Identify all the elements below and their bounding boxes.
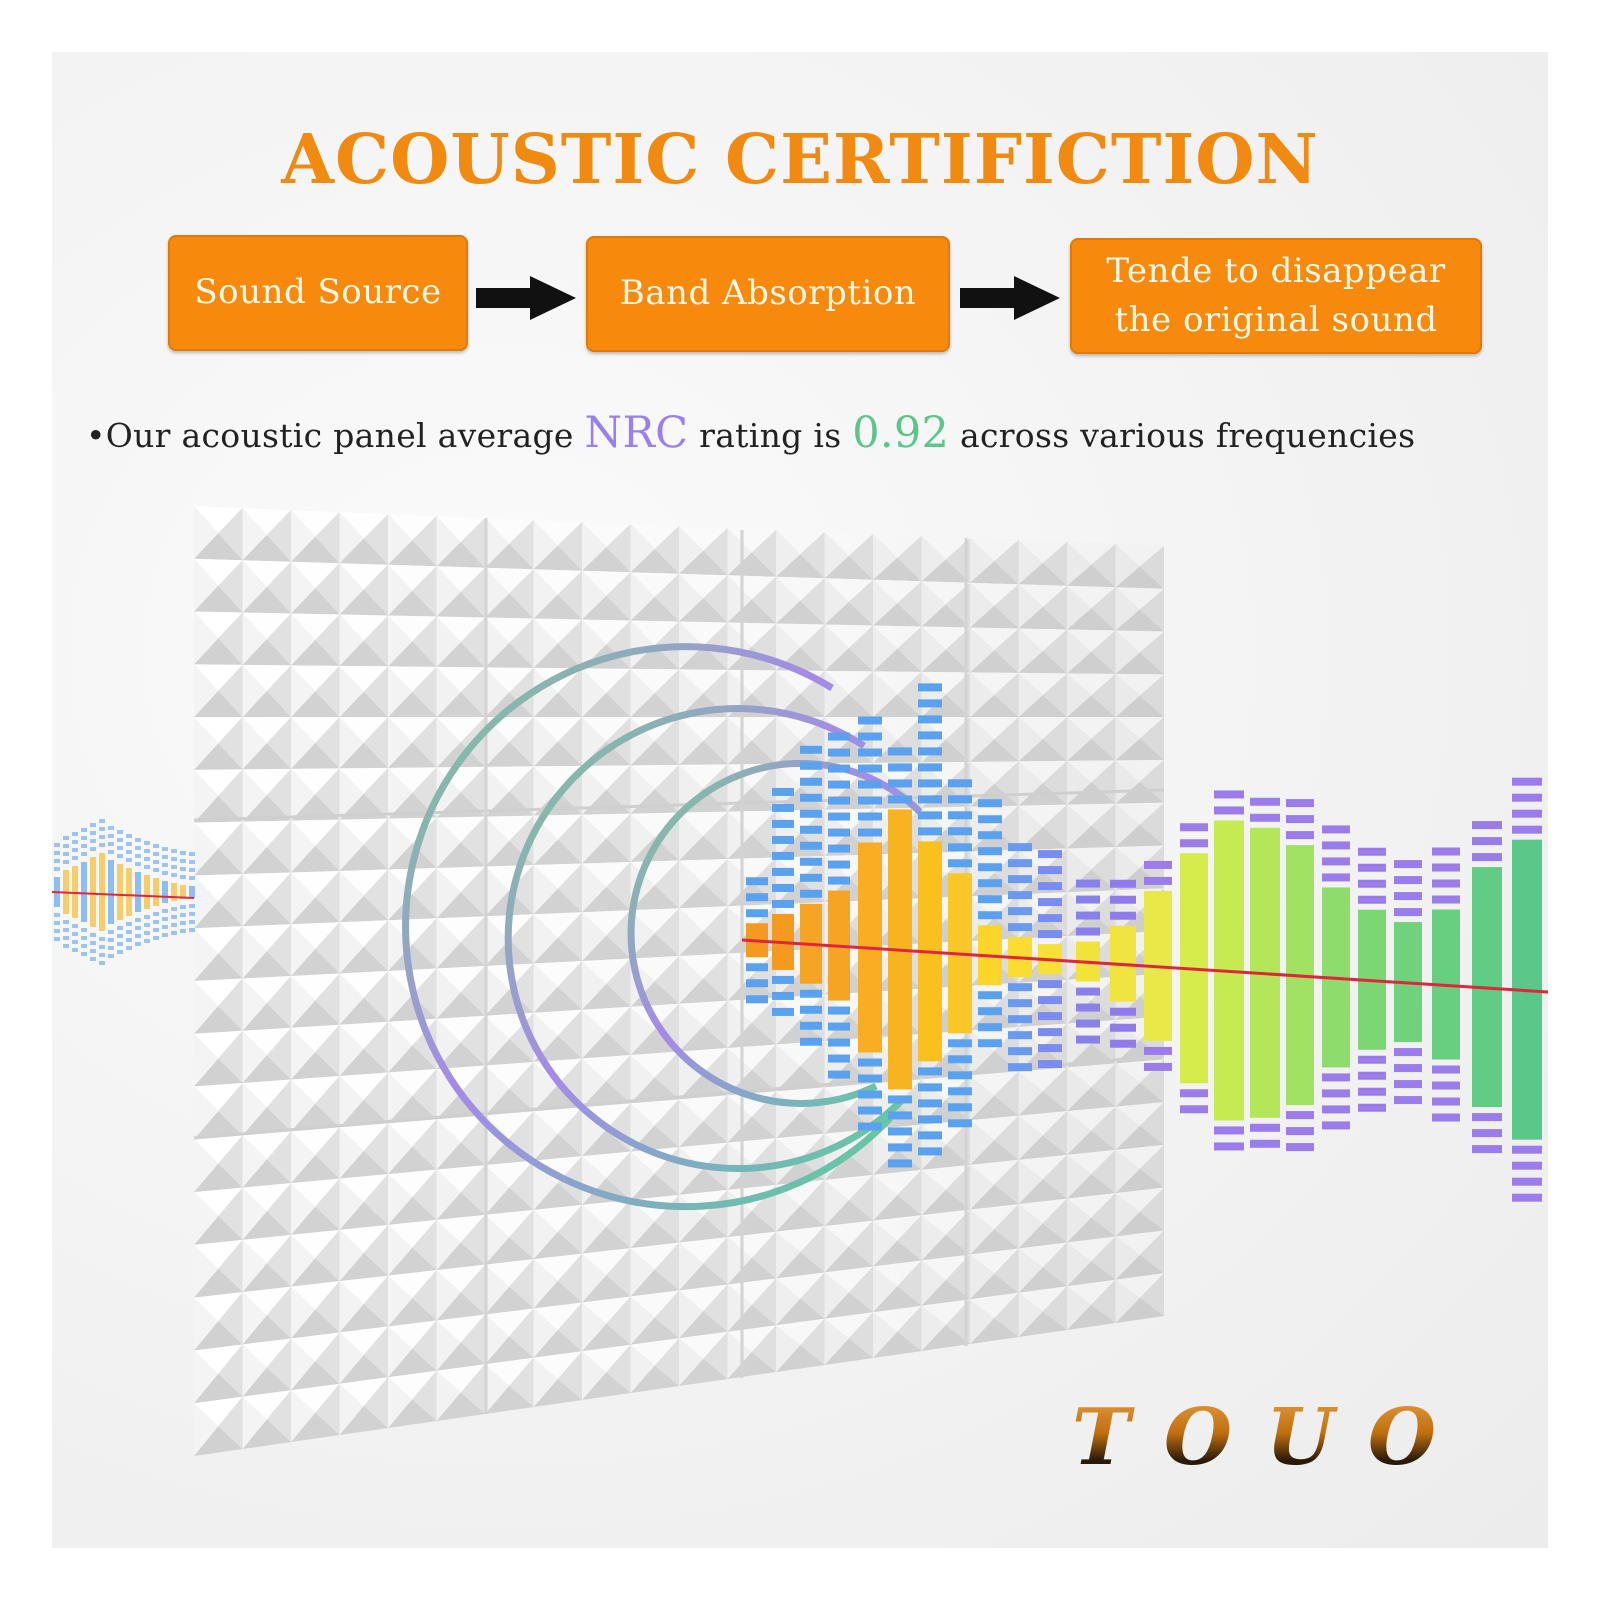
flow-step-sound-source: Sound Source [168, 235, 468, 351]
nrc-description: •Our acoustic panel average NRC rating i… [86, 408, 1415, 458]
right-arrow-icon [960, 276, 1060, 320]
nrc-label: NRC [584, 408, 689, 458]
flow-step-label-line2: the original sound [1114, 300, 1438, 340]
flow-step-label-line1: Tende to disappear [1106, 250, 1446, 291]
nrc-value: 0.92 [852, 408, 950, 458]
description-suffix: across various frequencies [949, 416, 1416, 455]
incoming-sound-wave [52, 819, 195, 965]
poster: ACOUSTIC CERTIFICTION Sound Source Band … [52, 52, 1548, 1548]
poster-title: ACOUSTIC CERTIFICTION [281, 120, 1319, 200]
center-line [741, 938, 1548, 994]
description-prefix: Our acoustic panel average [105, 416, 585, 455]
flow-step-disappear: Tende to disappear the original sound [1070, 238, 1482, 354]
right-arrow-icon [476, 276, 576, 320]
description-middle: rating is [688, 416, 853, 455]
brand-logo: TOUO [1072, 1392, 1470, 1483]
acoustic-foam-panel [193, 506, 1165, 1456]
bullet: • [86, 416, 106, 455]
sound-absorption-illustration [52, 506, 1548, 1456]
flow-step-label: Band Absorption [619, 273, 917, 314]
flow-step-band-absorption: Band Absorption [586, 236, 950, 352]
flow-step-label: Sound Source [194, 272, 442, 313]
